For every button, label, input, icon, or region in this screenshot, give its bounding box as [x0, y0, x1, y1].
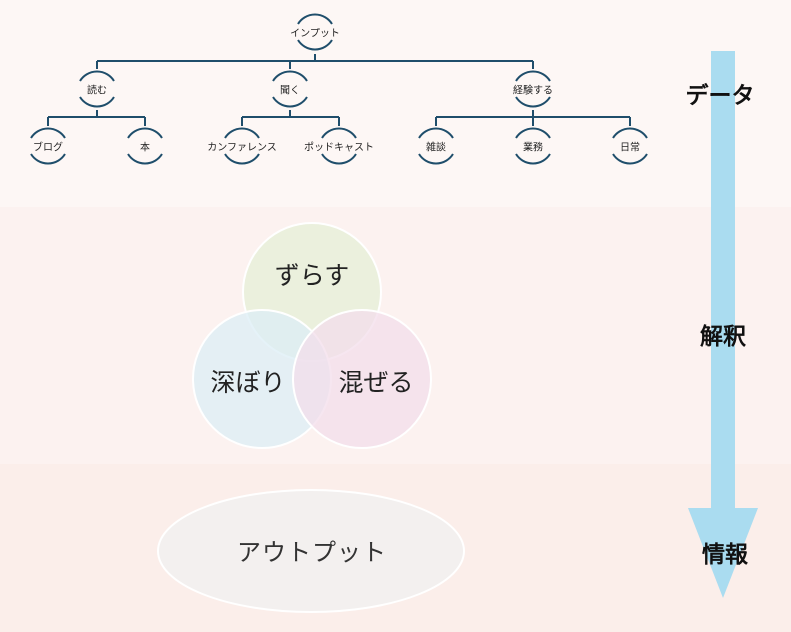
- venn-circle-right: [292, 309, 432, 449]
- venn-label-shift: ずらす: [274, 261, 350, 290]
- tree-leaf-chat: 雑談: [426, 142, 446, 154]
- flow-arrow-shaft: [711, 51, 735, 508]
- tree-connectors: [47, 54, 631, 126]
- tree-leaf-book: 本: [140, 142, 150, 154]
- data-section-band: [0, 0, 791, 207]
- tree-leaf-podcast: ポッドキャスト: [304, 142, 374, 154]
- tree-node-arcs: [30, 13, 648, 165]
- stage-label-data: データ: [685, 83, 755, 109]
- output-label: アウトプット: [237, 538, 387, 567]
- flow-arrow-head: [688, 508, 758, 598]
- tree-branch-read: 読む: [87, 85, 107, 97]
- tree-leaf-work: 業務: [523, 142, 543, 154]
- output-ellipse: [157, 489, 465, 613]
- venn-label-deepen: 深ぼり: [210, 368, 286, 397]
- tree-branch-listen: 聞く: [280, 85, 300, 97]
- stage-label-interpretation: 解釈: [700, 324, 746, 350]
- venn-label-mix: 混ぜる: [338, 368, 414, 397]
- stage-label-information: 情報: [702, 542, 748, 568]
- tree-leaf-daily-life: 日常: [620, 142, 640, 154]
- tree-branch-experience: 経験する: [513, 85, 553, 97]
- tree-leaf-conference: カンファレンス: [207, 142, 277, 154]
- tree-leaf-blog: ブログ: [33, 142, 63, 154]
- tree-root-node: インプット: [290, 28, 340, 40]
